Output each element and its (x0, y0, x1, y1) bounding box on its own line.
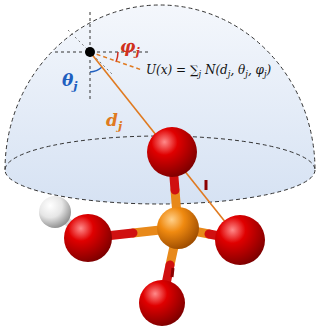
oxygen-atom (64, 214, 112, 262)
phi-arc (116, 52, 118, 62)
oxygen-atom (139, 280, 185, 326)
axis-line (68, 30, 112, 74)
phi-label: φj (120, 38, 140, 55)
hydrogen-atom (39, 196, 71, 228)
bonds (55, 152, 240, 303)
distance-label: dj (106, 112, 122, 129)
bond-tick (172, 268, 173, 277)
distance-line (90, 52, 238, 238)
bond-tick (205, 180, 208, 190)
phosphorus-atom (157, 207, 199, 249)
oxygen-atom (215, 215, 265, 265)
potential-formula: U(x) = ∑j N(dj, θj, φj) (146, 64, 271, 76)
theta-arc (90, 67, 102, 72)
oxygen-atom (147, 127, 197, 177)
theta-label: θj (62, 72, 78, 89)
hemisphere (5, 5, 315, 204)
probe-point (85, 47, 95, 57)
